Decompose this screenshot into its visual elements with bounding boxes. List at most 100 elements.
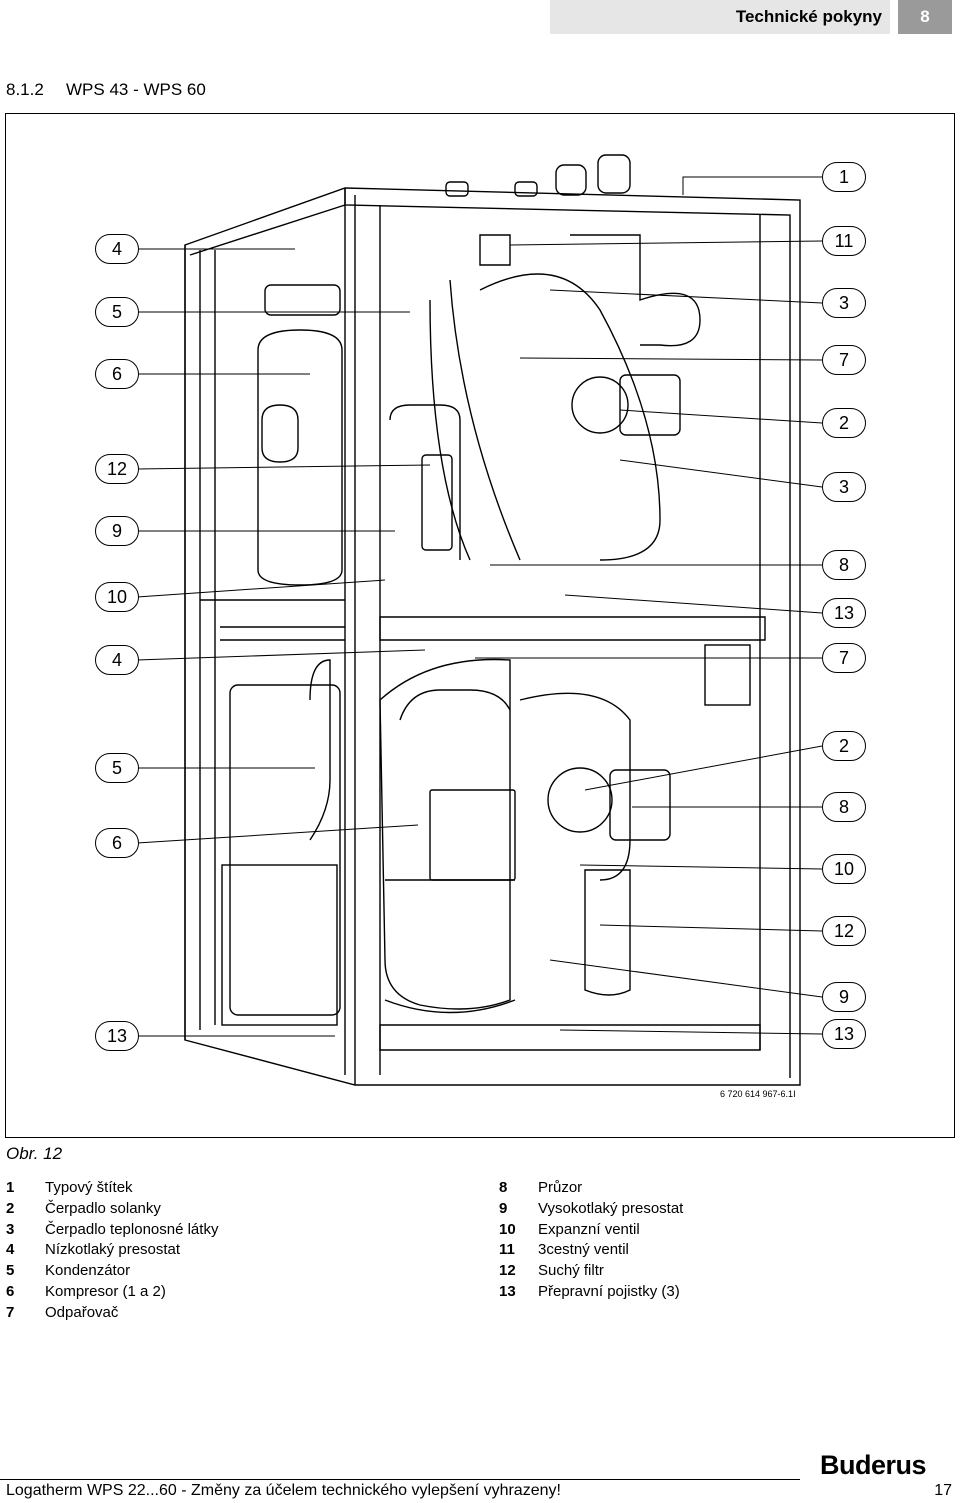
leader-lines-right (475, 176, 823, 1035)
callout-left: 6 (95, 828, 139, 858)
legend-item: 13 Přepravní pojistky (3) (499, 1282, 683, 1303)
upper-pump-motor (619, 374, 681, 436)
callout-right: 12 (822, 916, 866, 946)
upper-pipe-a (429, 279, 521, 561)
callout-right: 8 (822, 550, 866, 580)
callout-right: 11 (822, 226, 866, 256)
callout-right: 13 (822, 1019, 866, 1049)
legend-number: 12 (499, 1262, 516, 1280)
legend-item: 1 Typový štítek (6, 1178, 218, 1199)
section-number: 8.1.2 (6, 80, 44, 99)
upper-pipe-c (389, 404, 461, 560)
callout-left: 6 (95, 359, 139, 389)
lower-filter (584, 869, 631, 996)
legend-number: 11 (499, 1241, 515, 1259)
callout-left: 5 (95, 297, 139, 327)
section-title-text: WPS 43 - WPS 60 (66, 80, 206, 99)
top-pipe-1 (445, 181, 469, 197)
legend-text: Průzor (538, 1179, 583, 1196)
inner-panel-lines (379, 205, 761, 1075)
legend-number: 2 (6, 1199, 15, 1217)
legend-text: Expanzní ventil (538, 1220, 640, 1238)
section-heading: 8.1.2 WPS 43 - WPS 60 (6, 80, 206, 100)
callout-right: 1 (822, 162, 866, 192)
legend-text: 3cestný ventil (538, 1241, 629, 1259)
callout-left: 4 (95, 645, 139, 675)
legend-text: Vysokotlaký presostat (538, 1199, 684, 1217)
callout-right: 9 (822, 982, 866, 1012)
upper-pipe-b (479, 273, 661, 561)
legend-text: Suchý filtr (538, 1262, 604, 1280)
legend-text: Kompresor (1 a 2) (45, 1282, 166, 1300)
legend-item: 8 Průzor (499, 1178, 683, 1199)
filter-drier-upper (421, 454, 453, 551)
upper-compressor (257, 329, 343, 586)
cabinet-top-edge (344, 188, 791, 1078)
callout-right: 7 (822, 345, 866, 375)
legend-item: 2 Čerpadlo solanky (6, 1199, 218, 1220)
three-way-valve (570, 234, 701, 347)
legend-item: 11 3cestný ventil (499, 1240, 683, 1261)
cabinet-outline (184, 187, 801, 1086)
callout-left: 5 (95, 753, 139, 783)
callout-left: 10 (95, 582, 139, 612)
lower-pump (547, 767, 613, 833)
legend-text: Typový štítek (45, 1179, 133, 1196)
lower-compressor-body (384, 879, 516, 1014)
legend-number: 6 (6, 1282, 15, 1300)
legend-number: 13 (499, 1282, 516, 1300)
legend-text: Přepravní pojistky (3) (538, 1282, 680, 1300)
top-pipe-3 (555, 164, 587, 196)
callout-left: 4 (95, 234, 139, 264)
buderus-logo: Buderus (820, 1450, 927, 1480)
footer-text: Logatherm WPS 22...60 - Změny za účelem … (6, 1482, 561, 1499)
legend-text: Čerpadlo solanky (45, 1199, 161, 1217)
legend-number: 9 (499, 1199, 508, 1217)
valve-block (479, 234, 511, 266)
page-number: 17 (934, 1482, 952, 1499)
figure-code: 6 720 614 967-6.1I (720, 1089, 796, 1099)
legend-right-column: 8 Průzor 9 Vysokotlaký presostat 10 Expanzn… (499, 1178, 683, 1303)
legend-number: 8 (499, 1179, 508, 1196)
legend-item: 7 Odpařovač (6, 1303, 218, 1324)
cabinet-inner-left (189, 204, 346, 1025)
callout-left: 12 (95, 454, 139, 484)
callout-right: 2 (822, 731, 866, 761)
figure-caption: Obr. 12 (6, 1144, 63, 1163)
page-header: Technické pokyny 8 (0, 0, 960, 34)
legend-number: 1 (6, 1179, 15, 1196)
upper-compressor-handle (261, 404, 299, 463)
upper-pump (571, 376, 629, 434)
callout-right: 3 (822, 288, 866, 318)
base-plate (379, 1024, 761, 1051)
legend-number: 10 (499, 1220, 516, 1238)
lower-compressor (379, 658, 511, 1010)
callout-right: 7 (822, 643, 866, 673)
leader-lines-left (136, 248, 431, 1037)
legend-number: 7 (6, 1303, 15, 1321)
lower-pipe-b (519, 692, 631, 881)
legend-item: 12 Suchý filtr (499, 1261, 683, 1282)
lower-side-panel (221, 864, 338, 1026)
callout-left: 13 (95, 1021, 139, 1051)
legend-text: Odpařovač (45, 1303, 119, 1321)
heat-pump-illustration (136, 154, 823, 1086)
header-title: Technické pokyny (550, 0, 890, 34)
chapter-badge: 8 (898, 0, 952, 34)
footer-divider (0, 1479, 800, 1480)
mid-shelf (200, 599, 766, 641)
legend-number: 5 (6, 1262, 15, 1280)
callout-right: 3 (822, 472, 866, 502)
cabinet-left-face (184, 188, 356, 1085)
callout-right: 10 (822, 854, 866, 884)
legend-text: Nízkotlaký presostat (45, 1241, 181, 1259)
legend-number: 3 (6, 1220, 15, 1238)
legend-item: 6 Kompresor (1 a 2) (6, 1282, 218, 1303)
callout-right: 2 (822, 408, 866, 438)
callout-left: 9 (95, 516, 139, 546)
top-pipe-2 (514, 181, 538, 197)
legend-number: 4 (6, 1241, 15, 1259)
